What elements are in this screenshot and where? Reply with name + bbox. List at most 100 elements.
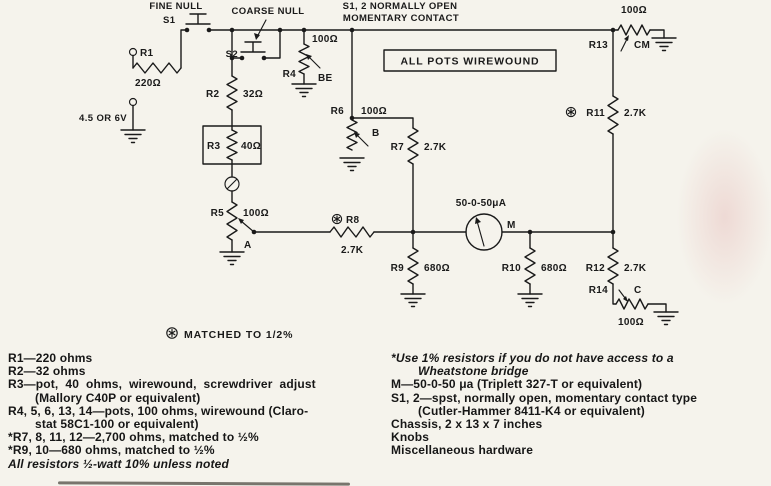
r14-terminal: C bbox=[634, 285, 642, 296]
r14-value: 100Ω bbox=[618, 317, 644, 328]
wiper-arrowhead-icon bbox=[238, 218, 244, 224]
terminal-icon bbox=[128, 47, 138, 57]
r6-ref: R6 bbox=[331, 106, 345, 117]
zigzag bbox=[298, 43, 310, 75]
meter-needle-head-icon bbox=[475, 217, 481, 224]
resistor-r3: R3 40Ω bbox=[202, 125, 262, 192]
resistor-r7: R7 2.7K bbox=[391, 127, 447, 165]
r13-value: 100Ω bbox=[621, 5, 647, 16]
resistor-r12: R12 2.7K bbox=[586, 247, 647, 285]
r10-value: 680Ω bbox=[541, 263, 567, 274]
pushbutton-icon bbox=[185, 13, 211, 25]
r6-value: 100Ω bbox=[361, 106, 387, 117]
zigzag bbox=[346, 119, 358, 151]
switch-s1: FINE NULL S1 bbox=[149, 1, 212, 33]
r3-box bbox=[202, 125, 262, 165]
meter-body-icon bbox=[465, 213, 503, 251]
wiper-arrow-icon bbox=[618, 289, 626, 299]
parts-list-right-column: *Use 1% resistors if you do not have acc… bbox=[391, 351, 769, 458]
battery-label: 4.5 OR 6V bbox=[79, 113, 127, 124]
resistor-r5: R5 100Ω A bbox=[211, 201, 269, 251]
zigzag bbox=[524, 247, 536, 285]
parts-list-left-column: R1—220 ohms R2—32 ohms R3—pot, 40 ohms, … bbox=[8, 351, 384, 471]
parts-line: *R7, 8, 11, 12—2,700 ohms, matched to ½% bbox=[8, 430, 259, 445]
terminal-icon bbox=[128, 97, 138, 107]
r1-value: 220Ω bbox=[135, 78, 161, 89]
r4-terminal: BE bbox=[318, 73, 333, 84]
parts-line: R3—pot, 40 ohms, wirewound, screwdriver … bbox=[8, 377, 316, 392]
parts-line: Knobs bbox=[391, 430, 430, 445]
switch-note-line2: MOMENTARY CONTACT bbox=[343, 13, 459, 24]
resistor-r8: R8 2.7K bbox=[329, 213, 375, 256]
zigzag bbox=[617, 24, 651, 36]
r11-value: 2.7K bbox=[624, 108, 647, 119]
r9-value: 680Ω bbox=[424, 263, 450, 274]
page-edge-artifact bbox=[57, 481, 351, 486]
parts-line: M—50-0-50 μa (Triplett 327-T or equivale… bbox=[391, 377, 643, 392]
parts-line: stat 58C1-100 or equivalent) bbox=[35, 417, 199, 432]
r5-terminal: A bbox=[244, 240, 252, 251]
r7-ref: R7 bbox=[391, 142, 405, 153]
r2-value: 32Ω bbox=[243, 89, 263, 100]
switch-note-line1: S1, 2 NORMALLY OPEN bbox=[343, 1, 458, 12]
ground-icon bbox=[400, 293, 426, 308]
zigzag bbox=[615, 298, 649, 310]
pointer-arrow-icon bbox=[256, 19, 267, 38]
zigzag bbox=[226, 75, 238, 111]
r4-value: 100Ω bbox=[312, 34, 338, 45]
battery-terminals: 4.5 OR 6V bbox=[79, 47, 138, 124]
r13-terminal: CM bbox=[634, 40, 650, 51]
parts-line: All resistors ½-watt 10% unless noted bbox=[8, 456, 229, 471]
matched-legend: MATCHED TO 1/2% bbox=[166, 327, 292, 341]
parts-line: Chassis, 2 x 13 x 7 inches bbox=[391, 417, 543, 432]
resistor-r9: R9 680Ω bbox=[391, 247, 450, 285]
resistor-r14: R14 C 100Ω bbox=[589, 285, 649, 328]
matched-symbol-icon bbox=[166, 327, 178, 339]
zigzag bbox=[226, 201, 238, 241]
r5-ref: R5 bbox=[211, 208, 225, 219]
wiper-arrowhead-icon bbox=[624, 35, 629, 41]
r12-ref: R12 bbox=[586, 263, 605, 274]
parts-line: Wheatstone bridge bbox=[418, 364, 529, 379]
r7-value: 2.7K bbox=[424, 142, 447, 153]
ground-icon bbox=[291, 83, 317, 98]
wiper-arrowhead-icon bbox=[306, 54, 312, 60]
parts-line: *Use 1% resistors if you do not have acc… bbox=[391, 351, 674, 365]
meter-needle-icon bbox=[476, 220, 485, 247]
resistor-r11: R11 2.7K bbox=[565, 95, 647, 135]
resistor-r1: R1 220Ω bbox=[132, 48, 182, 89]
parts-line: R2—32 ohms bbox=[8, 364, 86, 379]
s1-label: S1 bbox=[163, 15, 176, 26]
zigzag bbox=[407, 127, 419, 165]
resistor-r6: R6 100Ω B bbox=[331, 106, 387, 151]
zigzag bbox=[132, 62, 182, 74]
ground-icon bbox=[517, 293, 543, 308]
switch-note: S1, 2 NORMALLY OPEN MOMENTARY CONTACT bbox=[343, 1, 459, 24]
ground-icon bbox=[120, 129, 146, 144]
meter-ref: M bbox=[507, 220, 516, 231]
r9-ref: R9 bbox=[391, 263, 405, 274]
ground-icon bbox=[339, 157, 365, 172]
fine-null-label: FINE NULL bbox=[149, 1, 202, 12]
r6-terminal: B bbox=[372, 128, 380, 139]
wires bbox=[132, 29, 667, 313]
zigzag bbox=[226, 129, 238, 161]
pushbutton-icon bbox=[240, 41, 266, 53]
resistor-r2: R2 32Ω bbox=[206, 75, 263, 111]
parts-line: R1—220 ohms bbox=[8, 351, 93, 365]
wiper-arrowhead-icon bbox=[623, 296, 628, 302]
zigzag bbox=[607, 95, 619, 135]
schematic-diagram: 4.5 OR 6V FINE NULL S1 COARSE NULL S2 S1… bbox=[79, 1, 679, 341]
r3-value: 40Ω bbox=[241, 141, 261, 152]
wiper-arrow-icon bbox=[240, 220, 255, 233]
matched-symbol-icon bbox=[565, 106, 577, 118]
parts-line: (Cutler-Hammer 8411-K4 or equivalent) bbox=[418, 403, 645, 418]
ground-icon bbox=[219, 251, 245, 266]
zigzag bbox=[407, 247, 419, 285]
wiper-arrowhead-icon bbox=[354, 132, 360, 138]
r13-ref: R13 bbox=[589, 40, 608, 51]
meter: 50-0-50μA M bbox=[456, 198, 516, 251]
junction-dots bbox=[229, 27, 616, 235]
r12-value: 2.7K bbox=[624, 263, 647, 274]
